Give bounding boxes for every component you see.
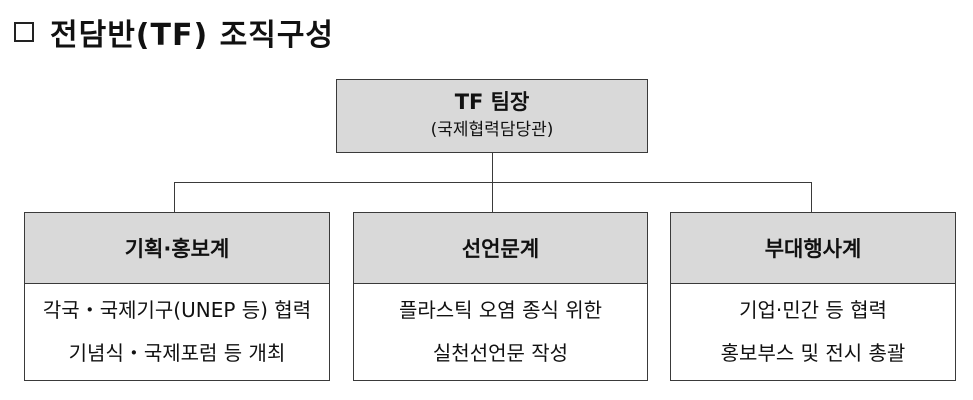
page-title: 전담반(TF) 조직구성 — [14, 10, 334, 54]
team-duties: 각국・국제기구(UNEP 등) 협력 기념식・국제포럼 등 개최 — [25, 284, 329, 380]
connector-right-drop — [811, 182, 812, 213]
connector-center-drop — [492, 182, 493, 213]
team-duty-line: 기념식・국제포럼 등 개최 — [68, 341, 286, 365]
team-node-planning-pr: 기획·홍보계 각국・국제기구(UNEP 등) 협력 기념식・국제포럼 등 개최 — [24, 212, 330, 381]
team-duty-line: 기업·민간 등 협력 — [739, 298, 887, 322]
team-duty-line: 실천선언문 작성 — [432, 341, 569, 365]
tf-leader-node: TF 팀장 (국제협력담당관) — [336, 79, 648, 153]
team-duty-line: 홍보부스 및 전시 총괄 — [720, 341, 906, 365]
team-duties: 기업·민간 등 협력 홍보부스 및 전시 총괄 — [671, 284, 955, 380]
connector-horizontal-bar — [174, 182, 812, 183]
checkbox-square-icon — [14, 22, 34, 42]
connector-root-down — [492, 153, 493, 183]
team-node-declaration: 선언문계 플라스틱 오염 종식 위한 실천선언문 작성 — [353, 212, 648, 381]
connector-left-drop — [174, 182, 175, 213]
team-header: 선언문계 — [354, 213, 647, 284]
team-header: 기획·홍보계 — [25, 213, 329, 284]
tf-leader-subtitle: (국제협력담당관) — [430, 120, 554, 140]
team-node-side-events: 부대행사계 기업·민간 등 협력 홍보부스 및 전시 총괄 — [670, 212, 956, 381]
team-duty-line: 플라스틱 오염 종식 위한 — [398, 298, 603, 322]
page-title-text: 전담반(TF) 조직구성 — [50, 18, 335, 53]
team-header: 부대행사계 — [671, 213, 955, 284]
team-duties: 플라스틱 오염 종식 위한 실천선언문 작성 — [354, 284, 647, 380]
tf-leader-title: TF 팀장 — [454, 90, 530, 114]
team-duty-line: 각국・국제기구(UNEP 등) 협력 — [42, 298, 312, 322]
